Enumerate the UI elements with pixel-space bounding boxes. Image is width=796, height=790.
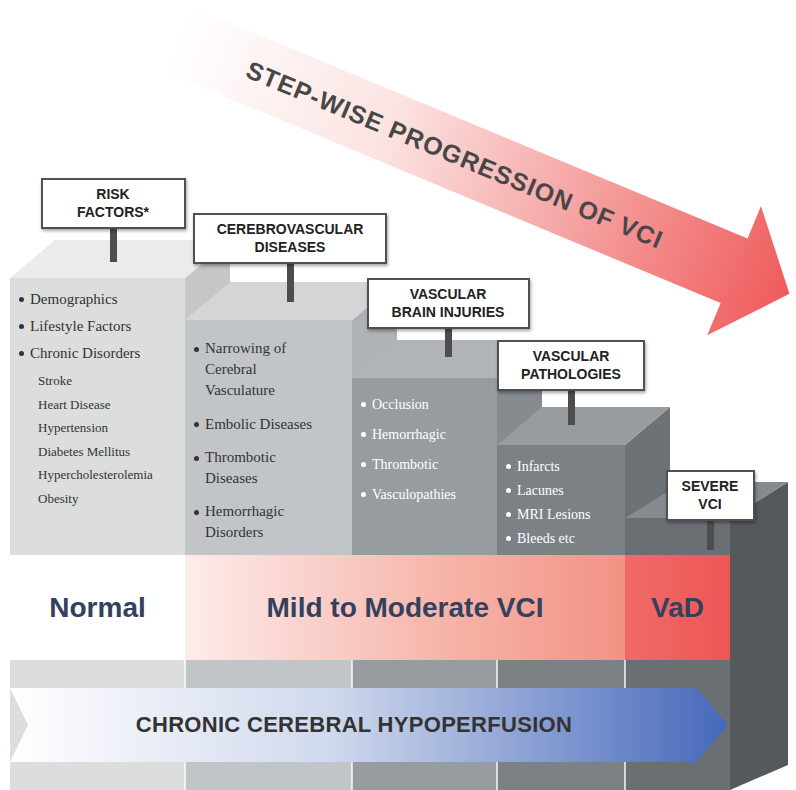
bullet-dot xyxy=(361,432,366,437)
bullet-dot xyxy=(506,464,511,469)
list-item: Lifestyle Factors xyxy=(10,315,185,337)
list-item: Hemorrhagic Disorders xyxy=(185,501,352,543)
list-item: Stroke xyxy=(10,369,185,393)
arrow-label: CHRONIC CEREBRAL HYPOPERFUSION xyxy=(136,712,572,738)
item-text: MRI Lesions xyxy=(517,506,591,524)
block-side xyxy=(730,482,788,790)
bullet-dot xyxy=(506,536,511,541)
bullet-dot xyxy=(361,462,366,467)
list-item: Hypercholesterolemia xyxy=(10,463,185,487)
stage-heading: RISK FACTORS* xyxy=(68,186,158,221)
item-text: Infarcts xyxy=(517,458,560,476)
list-item: Diabetes Mellitus xyxy=(10,440,185,464)
sub-item-text: Obesity xyxy=(38,488,78,511)
bullet-dot xyxy=(19,324,24,329)
sub-item-text: Stroke xyxy=(38,370,72,393)
signpost-box: SEVERE VCI xyxy=(666,470,755,521)
list-item: Chronic Disorders xyxy=(10,342,185,364)
item-text: Occlusion xyxy=(372,395,429,415)
item-text: Lacunes xyxy=(517,482,564,500)
step-block-face: InfarctsLacunesMRI LesionsBleeds etc xyxy=(497,445,625,555)
signpost-box: RISK FACTORS* xyxy=(41,178,186,229)
list-item: Thrombotic xyxy=(352,454,497,475)
severity-label: Normal xyxy=(49,592,145,624)
list-item: Obesity xyxy=(10,487,185,511)
list-item: Infarcts xyxy=(497,457,625,476)
list-item: Bleeds etc xyxy=(497,529,625,548)
severity-label: Mild to Moderate VCI xyxy=(267,592,544,624)
stage-heading: SEVERE VCI xyxy=(679,478,741,513)
stage-heading: CEREBROVASCULAR DISEASES xyxy=(213,221,368,256)
bullet-dot xyxy=(19,351,24,356)
list-item: Heart Disease xyxy=(10,393,185,417)
signpost-box: VASCULAR BRAIN INJURIES xyxy=(367,278,530,329)
signpost-box: CEREBROVASCULAR DISEASES xyxy=(193,213,387,264)
item-text: Bleeds etc xyxy=(517,530,575,548)
hypoperfusion-arrow: CHRONIC CEREBRAL HYPOPERFUSION xyxy=(10,688,728,762)
severity-band: Normal xyxy=(10,555,185,660)
item-text: Lifestyle Factors xyxy=(30,315,131,337)
item-text: Chronic Disorders xyxy=(30,342,140,364)
signpost-box: VASCULAR PATHOLOGIES xyxy=(497,340,645,391)
bullet-dot xyxy=(194,422,199,427)
step-block-face: Narrowing of Cerebral VasculatureEmbolic… xyxy=(185,320,352,555)
step-block-face: DemographicsLifestyle FactorsChronic Dis… xyxy=(10,278,185,555)
sub-item-text: Hypercholesterolemia xyxy=(38,464,153,487)
sub-item-text: Heart Disease xyxy=(38,394,111,417)
sub-item-text: Diabetes Mellitus xyxy=(38,441,130,464)
severity-band: VaD xyxy=(625,555,730,660)
list-item: Occlusion xyxy=(352,394,497,415)
item-text: Narrowing of Cerebral Vasculature xyxy=(205,338,317,401)
list-item: Thrombotic Diseases xyxy=(185,447,352,489)
bullet-dot xyxy=(194,510,199,515)
bullet-dot xyxy=(361,492,366,497)
bullet-dot xyxy=(361,402,366,407)
item-text: Hemorrhagic xyxy=(372,425,446,445)
severity-label: VaD xyxy=(651,592,704,624)
list-item: Narrowing of Cerebral Vasculature xyxy=(185,338,352,401)
stage-heading: VASCULAR BRAIN INJURIES xyxy=(389,286,507,321)
sub-item-text: Hypertension xyxy=(38,417,108,440)
item-text: Embolic Diseases xyxy=(205,414,312,435)
bullet-dot xyxy=(506,512,511,517)
list-item: Hemorrhagic xyxy=(352,424,497,445)
item-text: Hemorrhagic Disorders xyxy=(205,501,317,543)
bullet-dot xyxy=(194,456,199,461)
arrow-body xyxy=(10,688,728,762)
list-item: Hypertension xyxy=(10,416,185,440)
list-item: Demographics xyxy=(10,288,185,310)
item-text: Thrombotic Diseases xyxy=(205,447,317,489)
item-text: Thrombotic xyxy=(372,455,438,475)
block-top xyxy=(497,407,670,445)
stage-heading: VASCULAR PATHOLOGIES xyxy=(516,348,626,383)
list-item: MRI Lesions xyxy=(497,505,625,524)
severity-band: Mild to Moderate VCI xyxy=(185,555,625,660)
list-item: Embolic Diseases xyxy=(185,413,352,435)
bullet-dot xyxy=(194,347,199,352)
bullet-dot xyxy=(506,488,511,493)
item-text: Vasculopathies xyxy=(372,485,456,505)
step-block-face: OcclusionHemorrhagicThromboticVasculopat… xyxy=(352,378,497,555)
list-item: Lacunes xyxy=(497,481,625,500)
item-text: Demographics xyxy=(30,288,117,310)
bullet-dot xyxy=(19,297,24,302)
list-item: Vasculopathies xyxy=(352,484,497,505)
arrow-body xyxy=(148,0,796,358)
